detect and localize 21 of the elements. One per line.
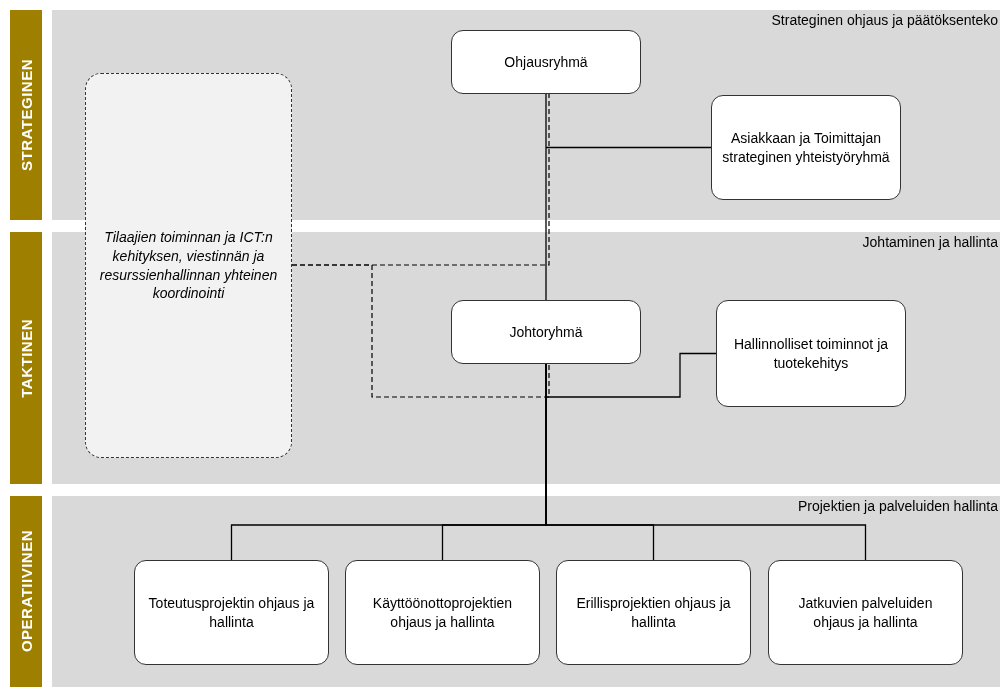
level-label: OPERATIIVINEN xyxy=(10,496,42,687)
org-unit-box: Johtoryhmä xyxy=(451,300,641,364)
level-label: STRATEGINEN xyxy=(10,10,42,220)
coordination-box: Tilaajien toiminnan ja ICT:n kehityksen, viestinnän ja resurssienhallinnan yhteinen koordinointi xyxy=(85,73,292,458)
org-unit-box: Jatkuvien palveluiden ohjaus ja hallinta xyxy=(768,560,963,665)
level-heading: Projektien ja palveluiden hallinta xyxy=(797,498,998,514)
org-unit-box: Toteutusprojektin ohjaus ja hallinta xyxy=(134,560,329,665)
org-unit-box: Käyttöönottoprojektien ohjaus ja hallinta xyxy=(345,560,540,665)
org-unit-box: Hallinnolliset toiminnot ja tuotekehitys xyxy=(716,300,906,407)
connector xyxy=(545,352,717,398)
level-band xyxy=(10,496,1000,687)
level-heading: Johtaminen ja hallinta xyxy=(862,234,998,250)
dashed-connector xyxy=(291,264,550,398)
org-unit-box: Ohjausryhmä xyxy=(451,30,641,94)
connector xyxy=(545,93,547,301)
org-unit-box: Asiakkaan ja Toimittajan strateginen yhteistyöryhmä xyxy=(711,95,901,200)
level-label: TAKTINEN xyxy=(10,232,42,484)
level-heading: Strateginen ohjaus ja päätöksenteko xyxy=(771,12,998,28)
connector xyxy=(545,363,867,561)
org-unit-box: Erillisprojektien ohjaus ja hallinta xyxy=(556,560,751,665)
connector xyxy=(545,146,712,149)
